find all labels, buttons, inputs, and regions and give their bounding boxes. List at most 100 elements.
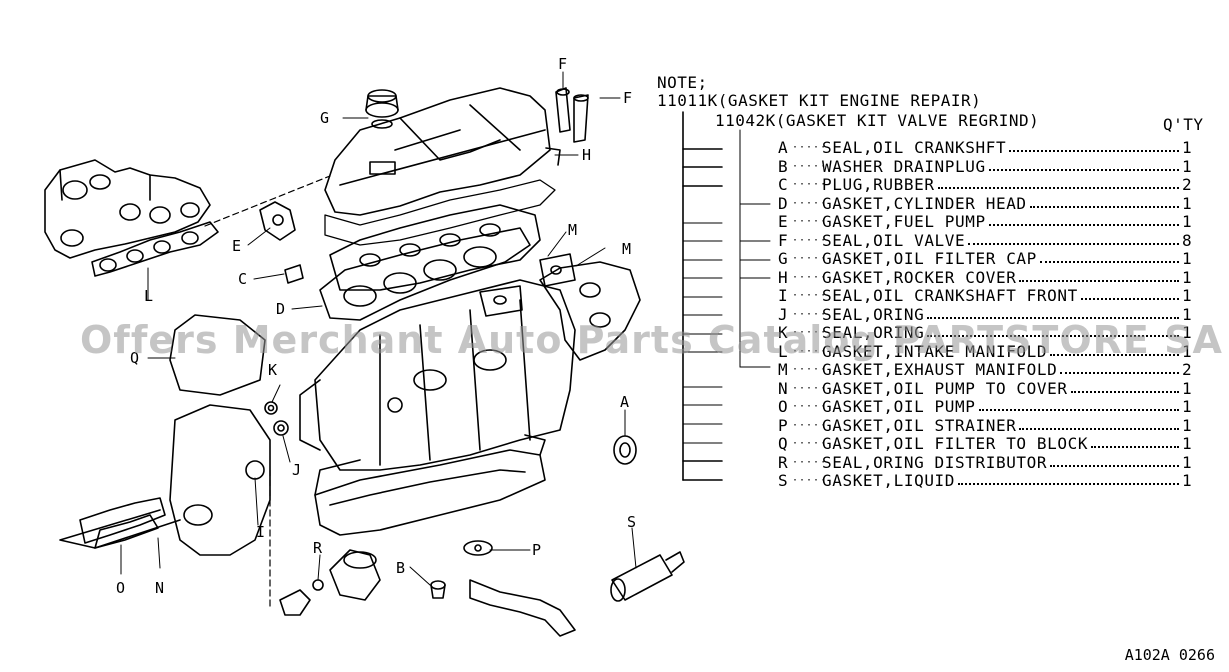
part-qty: 1 <box>1182 267 1192 287</box>
leader-dots: ····· <box>792 234 828 246</box>
oil-strainer-drawing <box>463 540 576 637</box>
callout-d: D <box>276 300 286 318</box>
part-description: SEAL,OIL CRANKSHAFT FRONT <box>822 286 1078 305</box>
part-code: Q <box>778 434 788 453</box>
callout-a: A <box>620 393 630 411</box>
part-code: C <box>778 175 788 194</box>
part-code: J <box>778 304 788 324</box>
part-qty: 1 <box>1182 304 1192 324</box>
oil-filler-cap-drawing <box>365 89 399 129</box>
bom-branch-lines <box>682 129 771 444</box>
qty-leader-dots <box>1091 446 1179 448</box>
part-qty: 1 <box>1182 452 1192 472</box>
part-description: WASHER DRAINPLUG <box>822 156 986 176</box>
qty-leader-dots <box>989 168 1179 171</box>
qty-leader-dots <box>979 409 1179 411</box>
part-qty: 1 <box>1182 156 1192 176</box>
part-row: N ·····GASKET,OIL PUMP TO COVER 1 <box>778 378 1198 398</box>
part-description: SEAL,OIL VALVE <box>822 230 966 250</box>
leader-dots: ····· <box>792 271 828 283</box>
qty-leader-dots <box>1030 205 1179 208</box>
drain-plug-drawing <box>430 580 446 599</box>
part-qty: 1 <box>1182 341 1192 361</box>
callout-e: E <box>232 237 242 255</box>
leader-dots: ····· <box>792 419 828 431</box>
part-qty: 1 <box>1182 138 1192 157</box>
leader-dots: ····· <box>792 401 828 412</box>
part-code: I <box>778 286 788 305</box>
part-description: SEAL,OIL CRANKSHFT <box>822 138 1007 157</box>
part-code: H <box>778 267 788 287</box>
qty-leader-dots <box>989 224 1179 226</box>
part-description: SEAL,ORING <box>822 323 925 342</box>
part-code: N <box>778 378 788 398</box>
leader-dots: ····· <box>792 179 828 190</box>
part-code: E <box>778 212 788 231</box>
intake-manifold-drawing <box>44 159 211 259</box>
liquid-gasket-tube-drawing <box>610 551 685 602</box>
part-code: L <box>778 341 788 361</box>
watermark: Offers Merchant Auto Parts Catalog PARTS… <box>80 318 1223 362</box>
callout-f-2: F <box>623 89 633 107</box>
leader-dots: ····· <box>792 160 828 172</box>
part-row: P ·····GASKET,OIL STRAINER 1 <box>778 415 1198 435</box>
leader-dots: ····· <box>792 327 828 338</box>
part-code: M <box>778 360 788 379</box>
callout-h: H <box>582 146 592 164</box>
part-qty: 8 <box>1182 230 1192 250</box>
part-code: O <box>778 397 788 416</box>
figure-code: A102A 0266 <box>1124 646 1215 664</box>
part-qty: 1 <box>1182 249 1192 268</box>
engine-block-drawing <box>299 279 576 471</box>
part-description: GASKET,ROCKER COVER <box>822 267 1017 287</box>
part-description: GASKET,OIL PUMP TO COVER <box>822 378 1068 398</box>
qty-leader-dots <box>1081 298 1179 300</box>
leader-dots: ····· <box>792 142 828 153</box>
leader-dots: ····· <box>792 253 828 264</box>
exhaust-manifold-drawing <box>479 253 641 361</box>
intake-manifold-gasket-drawing <box>91 221 219 277</box>
part-description: SEAL,ORING <box>822 304 925 324</box>
part-code: P <box>778 415 788 435</box>
qty-leader-dots <box>1019 279 1179 282</box>
qty-leader-dots <box>927 335 1179 337</box>
part-description: GASKET,OIL STRAINER <box>822 415 1017 435</box>
part-description: GASKET,FUEL PUMP <box>822 212 986 231</box>
part-description: PLUG,RUBBER <box>822 175 935 194</box>
qty-leader-dots <box>1009 150 1179 152</box>
cylinder-head-gasket-drawing <box>319 227 531 321</box>
part-qty: 1 <box>1182 415 1192 435</box>
part-qty: 1 <box>1182 378 1192 398</box>
leader-dots: ····· <box>792 290 828 301</box>
part-qty: 2 <box>1182 360 1192 379</box>
part-description: GASKET,OIL PUMP <box>822 397 976 416</box>
qty-leader-dots <box>1019 427 1179 430</box>
callout-k: K <box>268 361 278 379</box>
note-title: NOTE; <box>657 73 708 92</box>
part-code: S <box>778 471 788 490</box>
callout-q: Q <box>130 349 140 367</box>
callout-b: B <box>396 559 406 577</box>
callout-o: O <box>116 579 126 597</box>
small-seals-drawing <box>264 401 637 465</box>
qty-leader-dots <box>968 242 1179 245</box>
rocker-cover-drawing <box>324 87 551 216</box>
leader-dots: ····· <box>792 382 828 394</box>
callout-i: I <box>256 523 266 541</box>
callout-m-1: M <box>568 221 578 239</box>
leader-dots: ····· <box>792 216 828 227</box>
part-description: GASKET,EXHAUST MANIFOLD <box>822 360 1058 379</box>
